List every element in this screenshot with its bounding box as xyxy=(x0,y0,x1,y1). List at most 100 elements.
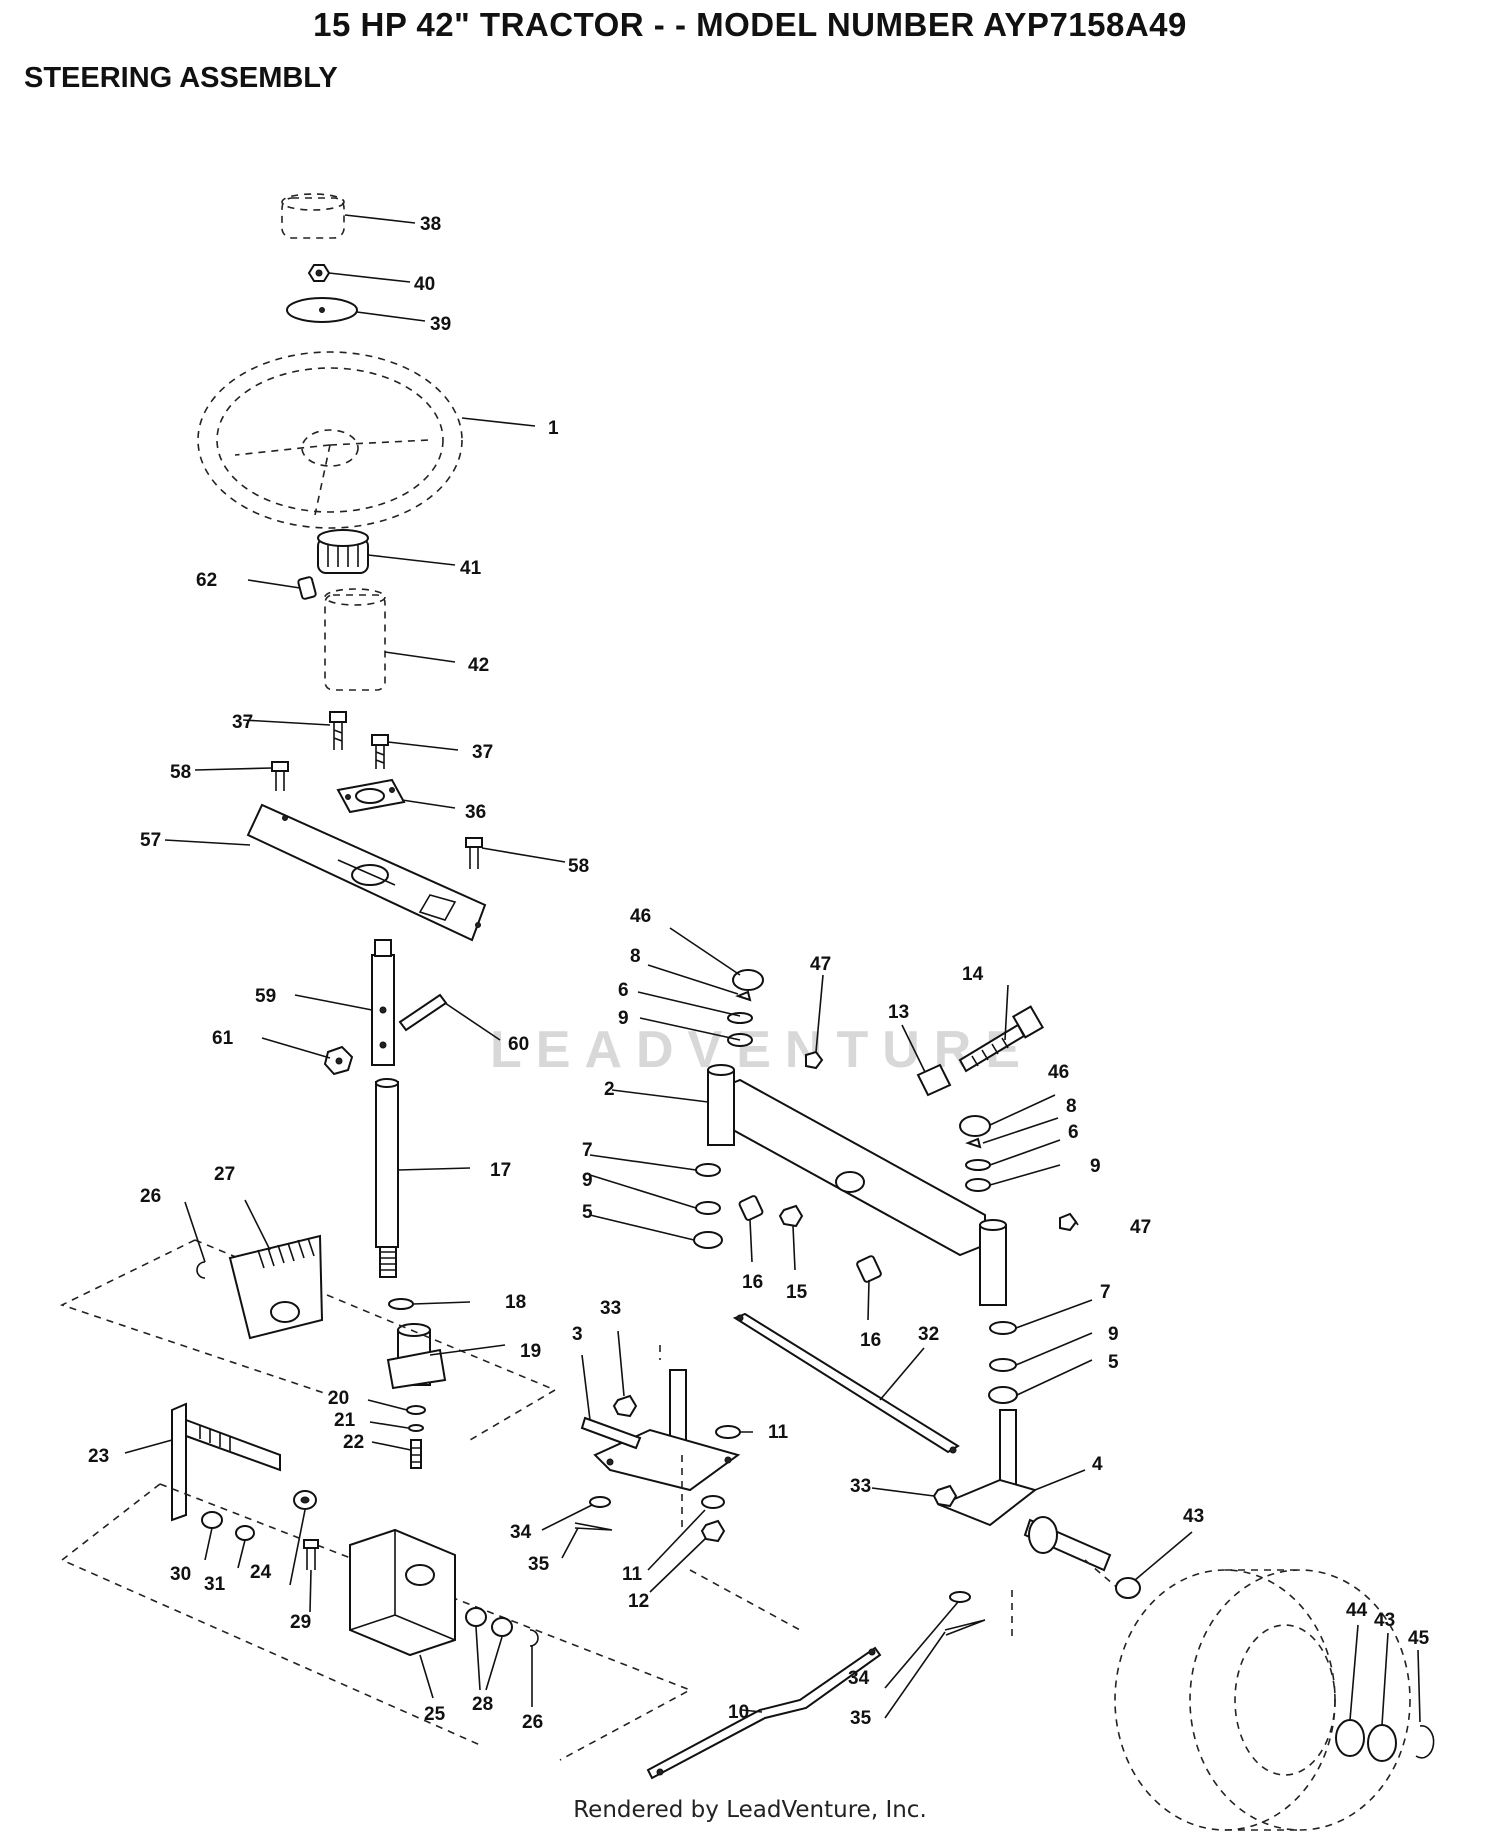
spacer-13 xyxy=(916,1063,952,1097)
cotter-pin-35-right xyxy=(944,1619,986,1636)
callout-31: 31 xyxy=(204,1574,226,1595)
nut-33-left xyxy=(612,1394,638,1418)
bolt-37-right xyxy=(371,734,389,769)
callout-57: 57 xyxy=(140,830,161,851)
callout-46-right: 46 xyxy=(1048,1062,1069,1083)
steering-shaft-upper-59 xyxy=(371,939,395,1066)
cotter-pin-35-left xyxy=(574,1522,613,1531)
washer-7-right xyxy=(989,1321,1017,1335)
washer-7-left xyxy=(695,1163,721,1177)
washer-9-right-lower xyxy=(989,1358,1017,1372)
grease-cap-46-left xyxy=(732,969,764,991)
bearing-5-right xyxy=(988,1386,1018,1404)
callout-16-left: 16 xyxy=(742,1272,763,1293)
callout-12: 12 xyxy=(628,1591,649,1612)
spacer-16-left xyxy=(738,1195,764,1221)
callout-59: 59 xyxy=(255,986,276,1007)
nut-12 xyxy=(700,1519,726,1543)
callout-6-right: 6 xyxy=(1068,1122,1079,1143)
callout-18: 18 xyxy=(505,1292,526,1313)
washer-31 xyxy=(235,1525,255,1541)
front-wheel xyxy=(1114,1569,1411,1831)
callout-32: 32 xyxy=(918,1324,939,1345)
steering-wheel-1 xyxy=(197,351,463,529)
washer-6-left xyxy=(727,1012,753,1024)
bearing-5-left xyxy=(693,1231,723,1249)
callout-19: 19 xyxy=(520,1341,541,1362)
callout-9-right: 9 xyxy=(1090,1156,1101,1177)
callout-15: 15 xyxy=(786,1282,808,1303)
steering-cap-38 xyxy=(281,193,345,239)
callout-47-left: 47 xyxy=(810,954,831,975)
callout-26-upper: 26 xyxy=(140,1186,161,1207)
bushing-bracket-36 xyxy=(336,778,406,814)
washer-6-right xyxy=(965,1159,991,1171)
washer-30 xyxy=(201,1511,223,1529)
callout-16-right: 16 xyxy=(860,1330,881,1351)
assembly-outline-lower xyxy=(60,1483,692,1761)
washer-34-right xyxy=(949,1591,971,1603)
callout-22: 22 xyxy=(343,1432,364,1453)
bolt-58-right xyxy=(465,837,483,869)
callout-43-inner: 43 xyxy=(1183,1506,1204,1527)
retaining-ring-45 xyxy=(1415,1725,1435,1759)
callout-37-right: 37 xyxy=(472,742,493,763)
callout-11-bottom: 11 xyxy=(622,1564,643,1585)
bolt-37-left xyxy=(329,711,347,750)
bolt-58-left xyxy=(271,761,289,791)
page-title: 15 HP 42" TRACTOR - - MODEL NUMBER AYP71… xyxy=(313,6,1187,43)
callout-7-right: 7 xyxy=(1100,1282,1111,1303)
bolt-22 xyxy=(410,1439,422,1469)
steering-bracket-19 xyxy=(386,1323,447,1390)
callout-41: 41 xyxy=(460,558,482,579)
washer-39 xyxy=(286,297,358,323)
callout-5-right: 5 xyxy=(1108,1352,1119,1373)
callout-8-left: 8 xyxy=(630,946,641,967)
washer-34-left xyxy=(589,1496,611,1508)
washer-20 xyxy=(406,1405,426,1415)
spacer-16-right xyxy=(856,1255,882,1283)
washer-44 xyxy=(1335,1719,1365,1757)
callout-10: 10 xyxy=(728,1702,749,1723)
callout-26-lower: 26 xyxy=(522,1712,543,1733)
callout-17: 17 xyxy=(490,1160,511,1181)
nut-33-right xyxy=(932,1484,958,1508)
spindle-3 xyxy=(580,1369,741,1492)
callout-29: 29 xyxy=(290,1612,311,1633)
washer-11-top xyxy=(715,1425,741,1439)
callout-46-left: 46 xyxy=(630,906,651,927)
callout-3: 3 xyxy=(572,1324,583,1345)
callout-61: 61 xyxy=(212,1028,234,1049)
callout-44: 44 xyxy=(1346,1600,1368,1621)
insert-62 xyxy=(297,576,317,600)
callout-37-left: 37 xyxy=(232,712,253,733)
callout-38: 38 xyxy=(420,214,441,235)
grease-fitting-47-right xyxy=(1059,1212,1078,1232)
callout-24: 24 xyxy=(250,1562,272,1583)
sleeve-42 xyxy=(324,588,386,691)
sector-gear-27 xyxy=(228,1234,324,1340)
callout-6-left: 6 xyxy=(618,980,629,1001)
washer-9-right xyxy=(965,1178,991,1192)
callout-7-left: 7 xyxy=(582,1140,593,1161)
callout-28: 28 xyxy=(472,1694,493,1715)
callout-58-left: 58 xyxy=(170,762,191,783)
washer-43-outer xyxy=(1367,1724,1397,1762)
callout-42: 42 xyxy=(468,655,489,676)
callout-40: 40 xyxy=(414,274,435,295)
callout-34-right: 34 xyxy=(848,1668,870,1689)
callout-9-left-lower: 9 xyxy=(582,1170,593,1191)
nut-40 xyxy=(307,264,331,282)
callout-60: 60 xyxy=(508,1034,529,1055)
callout-36: 36 xyxy=(465,802,486,823)
grease-fitting-47-left xyxy=(805,1050,824,1070)
cotter-pin-8-left xyxy=(735,990,752,1002)
section-title: STEERING ASSEMBLY xyxy=(24,62,338,94)
spindle-4 xyxy=(937,1409,1112,1572)
bushing-24 xyxy=(293,1490,317,1510)
callout-39: 39 xyxy=(430,314,451,335)
callout-1: 1 xyxy=(548,418,559,439)
steering-shaft-17 xyxy=(375,1078,399,1278)
nut-15 xyxy=(778,1204,804,1228)
